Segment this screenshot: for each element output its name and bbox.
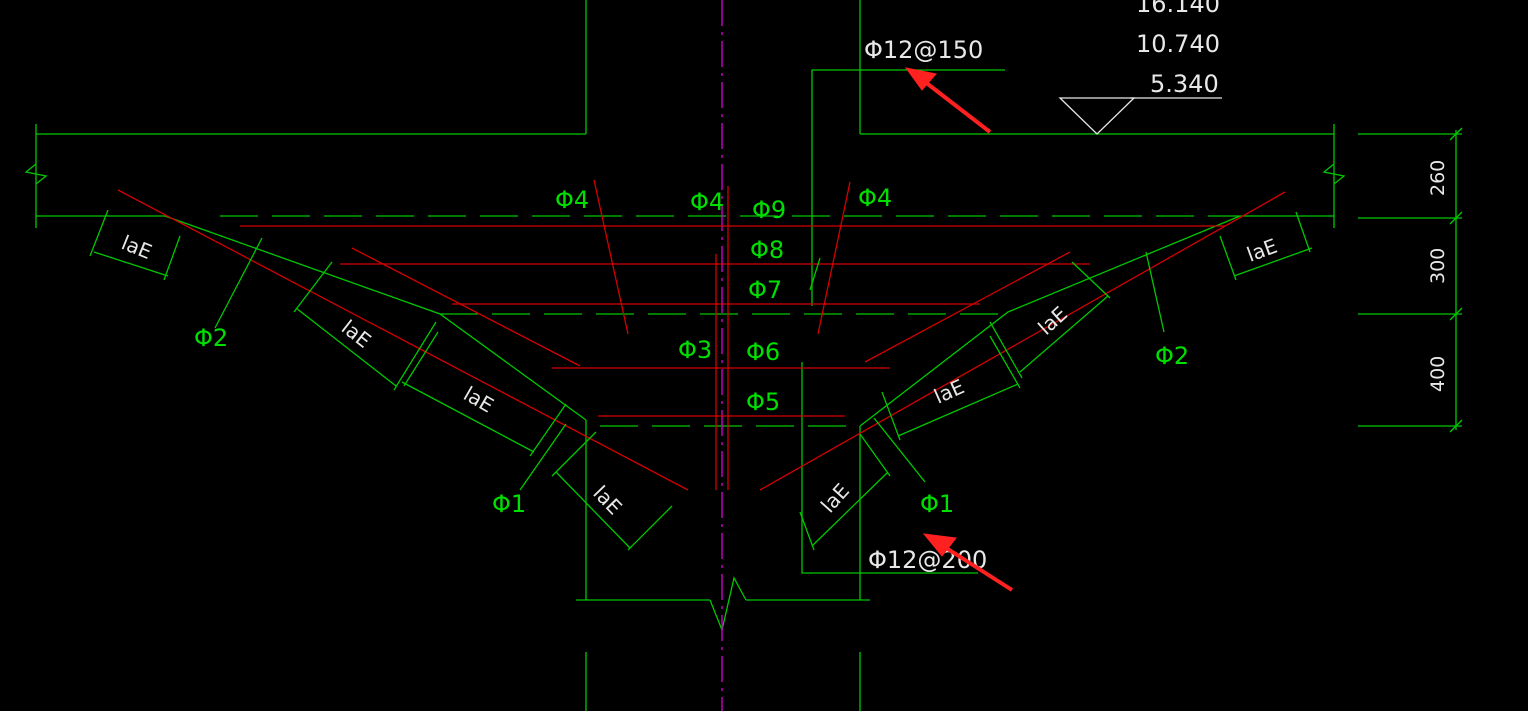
spacing-label-bottom: Φ12@200: [868, 546, 987, 574]
spacing-label-top: Φ12@150: [864, 36, 983, 64]
lae-label-7: laE: [930, 374, 968, 408]
lae-label-6: laE: [1033, 302, 1072, 340]
bar-mark-phi2-left: Φ2: [194, 324, 228, 352]
bar-mark-phi1-left: Φ1: [492, 490, 526, 518]
bar-mark-phi4-center: Φ4: [690, 188, 724, 216]
bar-mark-phi7: Φ7: [748, 276, 782, 304]
dimension-chain: [1358, 127, 1463, 433]
bar-mark-phi2-right: Φ2: [1155, 342, 1189, 370]
bar-mark-phi1-right: Φ1: [920, 490, 954, 518]
dimension-300: 300: [1427, 248, 1449, 284]
bar-mark-phi9: Φ9: [752, 196, 786, 224]
elevation-16140: 16.140: [1136, 0, 1220, 18]
anchorage-dimension-lines: [89, 209, 1313, 551]
arrow-head-top: [904, 67, 937, 91]
elevation-marker: [1058, 97, 1222, 135]
bar-mark-phi3: Φ3: [678, 336, 712, 364]
elevation-10740: 10.740: [1136, 30, 1220, 58]
dimension-400: 400: [1427, 356, 1449, 392]
lae-label-4: laE: [588, 481, 626, 520]
lae-label-1: laE: [118, 230, 155, 264]
elevation-5340: 5.340: [1150, 70, 1219, 98]
bar-mark-phi6: Φ6: [746, 338, 780, 366]
lae-label-2: laE: [337, 315, 376, 353]
bar-mark-phi4-right: Φ4: [858, 184, 892, 212]
lae-label-8: laE: [816, 479, 854, 518]
bar-mark-phi5: Φ5: [746, 388, 780, 416]
rebar-lines: [117, 179, 1286, 491]
arrow-head-bottom: [922, 533, 957, 557]
annotation-arrows: [904, 67, 1014, 592]
dimension-260: 260: [1427, 160, 1449, 196]
bar-mark-phi8: Φ8: [750, 236, 784, 264]
bar-mark-phi4-left: Φ4: [555, 186, 589, 214]
